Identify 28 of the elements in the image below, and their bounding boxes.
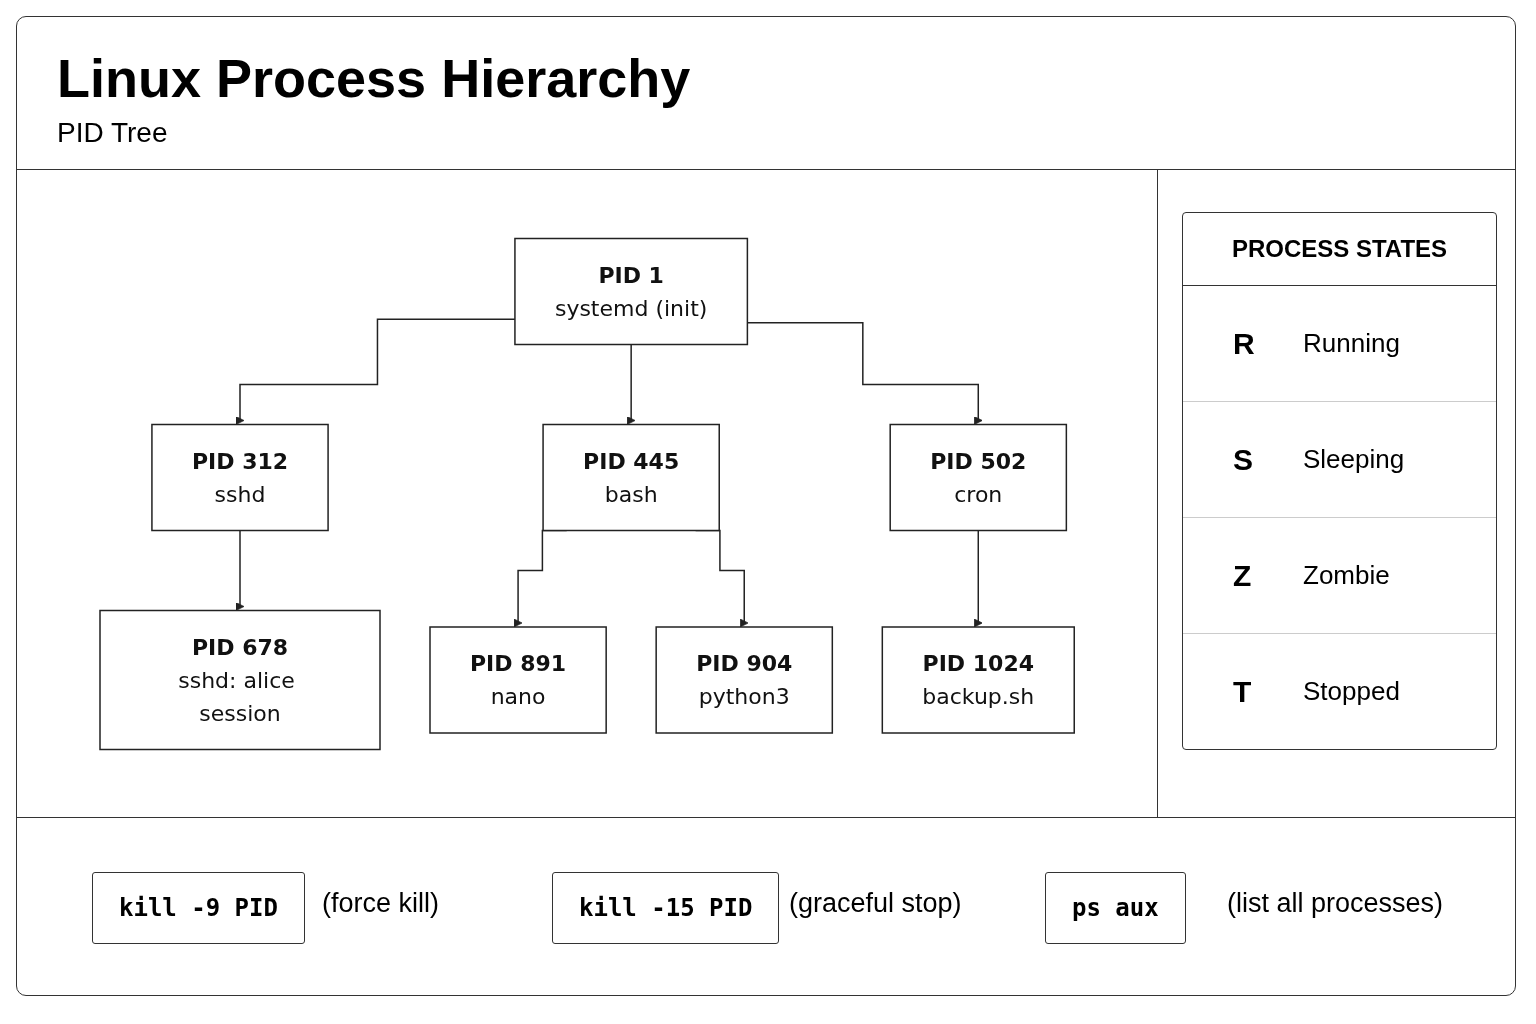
node-box: PID 891 nano — [429, 626, 607, 734]
table-heading: PROCESS STATES — [1231, 235, 1448, 263]
state-name: Stopped — [1303, 676, 1400, 707]
command-description: (graceful stop) — [789, 888, 962, 919]
state-code: Z — [1233, 558, 1253, 593]
node-box: PID 678 sshd: alice session — [99, 609, 381, 751]
arrow — [973, 529, 983, 628]
node-box: PID 904 python3 — [655, 626, 833, 734]
node-box: PID 445 bash — [542, 423, 720, 532]
state-name: Zombie — [1303, 560, 1390, 591]
title: Linux Process Hierarchy — [57, 47, 691, 109]
node-box: PID 1 systemd (init) — [514, 237, 748, 346]
command-box: kill -9 PID — [92, 872, 305, 944]
command-description: (list all processes) — [1227, 888, 1444, 919]
subtitle: PID Tree — [57, 117, 168, 149]
node-box: PID 502 cron — [889, 423, 1067, 532]
state-code: S — [1233, 442, 1254, 477]
command-box: ps aux — [1045, 872, 1186, 944]
command-box: kill -15 PID — [552, 872, 780, 944]
state-code: R — [1233, 326, 1256, 361]
state-name: Sleeping — [1303, 444, 1405, 475]
state-name: Running — [1303, 328, 1400, 359]
node-box: PID 1024 backup.sh — [881, 626, 1075, 734]
arrow — [235, 529, 245, 611]
arrow — [626, 343, 636, 425]
command-description: (force kill) — [322, 888, 439, 919]
node-box: PID 312 sshd — [151, 423, 329, 532]
state-code: T — [1233, 674, 1253, 709]
